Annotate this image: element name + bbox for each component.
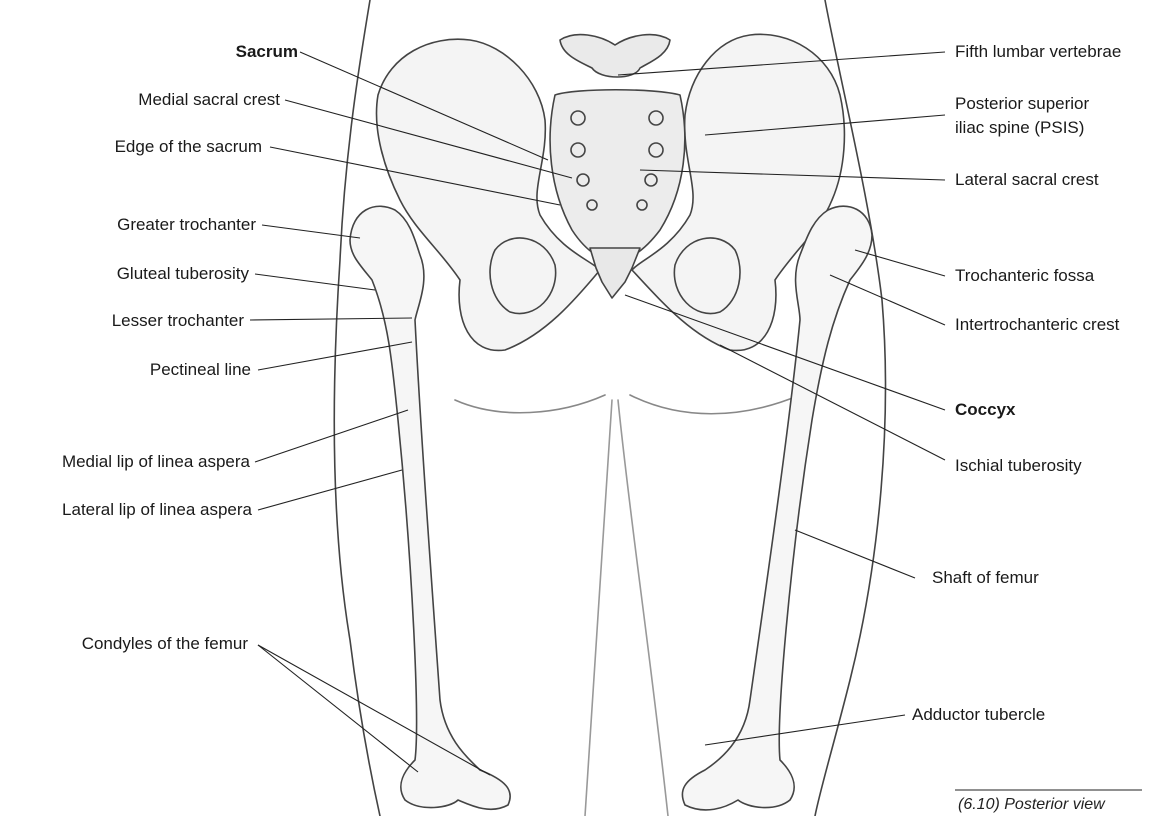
label-greater-trochanter: Greater trochanter [117, 215, 256, 235]
label-adductor-tubercle: Adductor tubercle [912, 705, 1045, 725]
label-ischial-tuberosity: Ischial tuberosity [955, 456, 1082, 476]
label-condyles: Condyles of the femur [82, 634, 248, 654]
label-psis-line1: Posterior superior [955, 94, 1089, 114]
label-lateral-lip: Lateral lip of linea aspera [62, 500, 252, 520]
l5-vertebra [560, 35, 670, 77]
label-coccyx: Coccyx [955, 400, 1015, 420]
label-intertrochanteric-crest: Intertrochanteric crest [955, 315, 1119, 335]
thigh-inner-right [618, 400, 668, 816]
label-lateral-sacral-crest: Lateral sacral crest [955, 170, 1099, 190]
body-outline-left [334, 0, 380, 816]
label-psis-line2: iliac spine (PSIS) [955, 118, 1084, 138]
gluteal-fold-left [455, 395, 605, 413]
label-medial-sacral-crest: Medial sacral crest [138, 90, 280, 110]
label-trochanteric-fossa: Trochanteric fossa [955, 266, 1094, 286]
sacrum-bone [550, 90, 685, 262]
label-pectineal-line: Pectineal line [150, 360, 251, 380]
label-medial-lip: Medial lip of linea aspera [62, 452, 250, 472]
label-lesser-trochanter: Lesser trochanter [112, 311, 244, 331]
label-fifth-lumbar: Fifth lumbar vertebrae [955, 42, 1121, 62]
label-edge-of-sacrum: Edge of the sacrum [115, 137, 262, 157]
label-gluteal-tuberosity: Gluteal tuberosity [117, 264, 249, 284]
label-sacrum: Sacrum [236, 42, 298, 62]
gluteal-fold-right [630, 395, 800, 414]
thigh-inner-left [585, 400, 612, 816]
label-shaft-of-femur: Shaft of femur [932, 568, 1039, 588]
coccyx-bone [590, 248, 640, 298]
figure-caption: (6.10) Posterior view [958, 796, 1105, 814]
